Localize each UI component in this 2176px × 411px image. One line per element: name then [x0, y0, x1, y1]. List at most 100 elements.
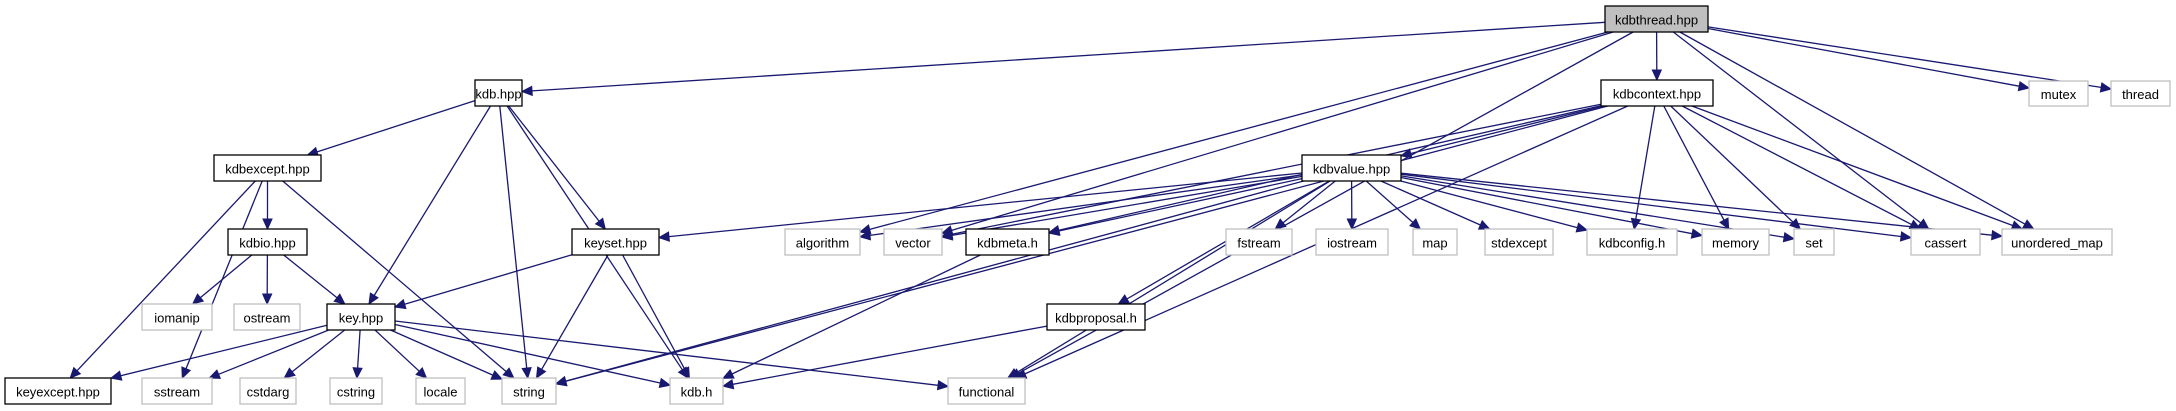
node-box [947, 377, 1026, 405]
edge-key-to-string [390, 329, 494, 376]
node-iostream: iostream [1315, 228, 1389, 256]
edge-kdbexcept-to-keyexcept [76, 180, 256, 372]
arrowhead-kdbio-to-ostream [261, 293, 273, 306]
node-box [784, 228, 861, 256]
arrowhead-kdbvalue-to-kdbmeta [1047, 225, 1061, 237]
arrowhead-kdbexcept-to-sstream [181, 366, 192, 380]
node-map: map [1412, 228, 1458, 256]
edge-keyset-to-string [541, 254, 609, 370]
node-box[interactable] [1604, 5, 1709, 33]
edge-kdbcontext-to-set [1670, 105, 1794, 223]
arrowhead-kdbcontext-to-memory [1719, 217, 1730, 231]
node-algorithm: algorithm [784, 228, 861, 256]
arrowhead-kdbvalue-to-algorithm [858, 230, 872, 241]
node-box [2001, 228, 2113, 256]
arrowhead-key-to-keyexcept [109, 370, 123, 381]
node-box[interactable] [1600, 79, 1714, 107]
arrowhead-keyset-to-string [535, 366, 547, 380]
node-box [669, 377, 724, 405]
arrowhead-key-to-functional [936, 379, 950, 391]
edge-key-to-kdb_h [394, 323, 661, 384]
node-kdbexcept[interactable]: kdbexcept.hpp [213, 154, 322, 182]
node-thread: thread [2110, 80, 2171, 107]
edge-kdbthread-to-thread [1707, 26, 2102, 89]
arrowhead-keyset-to-kdb_h [679, 366, 690, 380]
node-label: fstream [1237, 236, 1280, 251]
node-vector: vector [883, 228, 943, 256]
node-cstdarg: cstdarg [239, 377, 297, 405]
node-kdb-hpp[interactable]: kdb.hpp [474, 79, 523, 107]
edge-kdbvalue-to-memory [1400, 176, 1693, 235]
node-kdbthread[interactable]: kdbthread.hpp [1604, 5, 1709, 33]
node-memory: memory [1701, 228, 1770, 256]
edge-kdbcontext-to-vector [951, 103, 1602, 235]
edge-kdbproposal-to-kdb_h [732, 325, 1048, 385]
node-label: algorithm [796, 236, 849, 251]
edge-kdbvalue-to-functional [1015, 180, 1331, 374]
node-keyexcept[interactable]: keyexcept.hpp [4, 377, 112, 405]
node-label: kdbproposal.h [1055, 311, 1137, 326]
arrowhead-kdbthread-to-kdb_hpp [520, 85, 533, 97]
node-label: kdb.hpp [475, 87, 521, 102]
node-label: sstream [154, 385, 200, 400]
node-kdbproposal[interactable]: kdbproposal.h [1046, 303, 1146, 331]
edge-key-to-cstdarg [291, 329, 346, 373]
node-iomanip: iomanip [141, 303, 213, 331]
edge-kdbvalue-to-vector [951, 175, 1303, 237]
node-box[interactable] [213, 154, 322, 182]
edge-kdbthread-to-cassert [1672, 31, 1922, 224]
edge-kdb_hpp-to-key [373, 105, 492, 296]
node-box[interactable] [474, 79, 523, 107]
node-label: unordered_map [2011, 236, 2103, 251]
edge-kdbvalue-to-stdexcept [1380, 180, 1481, 226]
arrowhead-kdbmeta-to-kdb_h [721, 368, 735, 379]
edge-kdbcontext-to-string [565, 105, 1608, 382]
arrowhead-kdbthread-to-kdbcontext [1651, 69, 1663, 82]
arrowhead-kdbexcept-to-string [502, 367, 515, 379]
node-box[interactable] [326, 303, 396, 331]
node-key[interactable]: key.hpp [326, 303, 396, 331]
node-box[interactable] [965, 228, 1050, 256]
node-label: keyexcept.hpp [16, 385, 100, 400]
node-box [2110, 80, 2171, 107]
node-label: map [1422, 236, 1447, 251]
arrowhead-kdb_hpp-to-keyset [594, 217, 607, 230]
edge-kdbvalue-to-map [1365, 180, 1414, 223]
arrowhead-kdbthread-to-unordered_map [2021, 219, 2035, 230]
edge-kdbvalue-to-kdbconfig [1400, 180, 1578, 229]
edge-keyset-to-kdb_h [622, 254, 686, 370]
node-label: ostream [244, 311, 291, 326]
arrowhead-kdbvalue-to-functional [1006, 367, 1020, 379]
node-box[interactable] [4, 377, 112, 405]
node-box [1793, 228, 1835, 256]
arrowhead-key-to-locale [415, 366, 428, 379]
edge-kdbvalue-to-algorithm [869, 174, 1303, 237]
node-kdbvalue[interactable]: kdbvalue.hpp [1301, 154, 1402, 182]
node-label: kdbcontext.hpp [1613, 87, 1701, 102]
node-box [1586, 228, 1678, 256]
node-label: locale [424, 385, 458, 400]
node-label: kdbexcept.hpp [225, 162, 310, 177]
node-kdbmeta[interactable]: kdbmeta.h [965, 228, 1050, 256]
node-label: kdbvalue.hpp [1313, 162, 1390, 177]
node-box[interactable] [571, 228, 660, 256]
edge-kdbvalue-to-kdbmeta [1058, 177, 1303, 232]
node-kdbconfig: kdbconfig.h [1586, 228, 1678, 256]
node-kdbcontext[interactable]: kdbcontext.hpp [1600, 79, 1714, 107]
node-box[interactable] [227, 228, 308, 256]
arrowhead-kdbthread-to-mutex [2017, 80, 2031, 92]
edge-kdbcontext-to-cassert [1681, 105, 1912, 225]
arrowhead-kdbvalue-to-cassert [1899, 231, 1913, 242]
node-cstring: cstring [329, 377, 383, 405]
node-keyset[interactable]: keyset.hpp [571, 228, 660, 256]
edge-kdbexcept-to-sstream [185, 180, 263, 369]
node-box[interactable] [1046, 303, 1146, 331]
node-kdb-h: kdb.h [669, 377, 724, 405]
node-box[interactable] [1301, 154, 1402, 182]
edge-kdbcontext-to-unordered_map [1691, 105, 2013, 227]
node-label: iostream [1327, 236, 1377, 251]
arrowhead-kdbvalue-to-set [1782, 231, 1796, 243]
node-kdbio[interactable]: kdbio.hpp [227, 228, 308, 256]
